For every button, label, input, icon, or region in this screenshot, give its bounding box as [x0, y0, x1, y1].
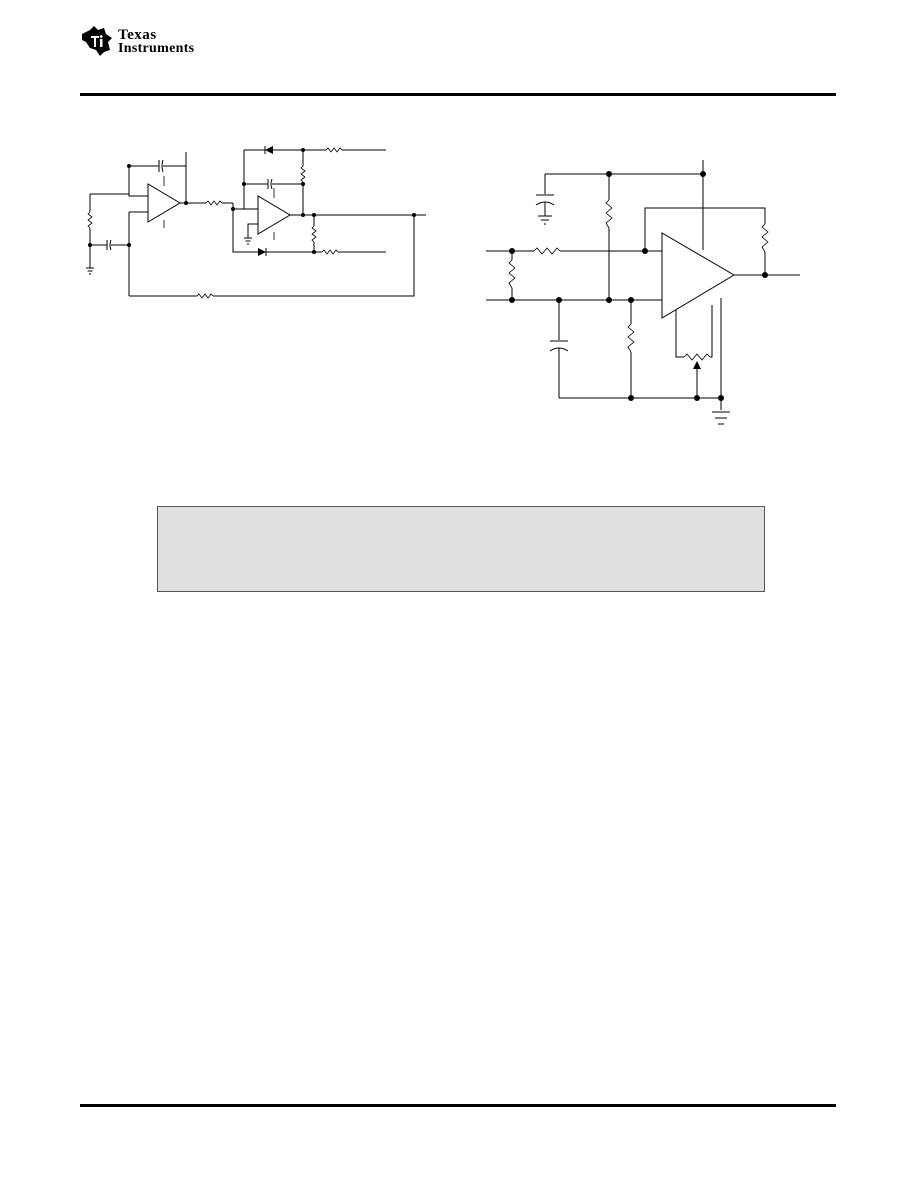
capacitor — [267, 178, 273, 190]
ground-symbol — [538, 215, 552, 225]
left-schematic — [86, 146, 426, 299]
diode — [264, 146, 273, 154]
header-rule — [80, 93, 836, 96]
resistor — [605, 199, 613, 229]
resistor — [205, 200, 223, 206]
resistor — [761, 223, 769, 253]
resistor — [325, 147, 343, 153]
resistor — [196, 293, 214, 299]
diode — [258, 248, 267, 256]
resistor — [508, 259, 516, 289]
capacitor — [106, 239, 112, 251]
ground-symbol — [86, 267, 94, 275]
opamp-2 — [257, 195, 291, 235]
schematics-area: .w { stroke: #000; stroke-width: 1; fill… — [86, 146, 800, 425]
logo-wordmark: Texas Instruments — [118, 28, 194, 56]
opamp-1 — [147, 183, 181, 223]
ground-symbol — [244, 237, 252, 245]
right-schematic — [486, 160, 800, 425]
footer-rule — [80, 1104, 836, 1107]
potentiometer — [683, 353, 711, 369]
resistor — [87, 211, 93, 229]
resistor — [627, 323, 635, 353]
company-logo: Texas Instruments — [80, 24, 230, 62]
logo-line-2: Instruments — [118, 41, 195, 56]
logo-line-1: Texas — [118, 27, 157, 43]
resistor — [321, 249, 339, 255]
ground-symbol — [712, 411, 730, 425]
resistor — [300, 165, 306, 183]
resistor — [533, 247, 561, 255]
resistor — [311, 225, 317, 243]
ti-state-logo-icon — [82, 26, 112, 56]
opamp-3 — [661, 232, 735, 319]
capacitor — [158, 159, 164, 173]
note-box — [157, 506, 765, 592]
